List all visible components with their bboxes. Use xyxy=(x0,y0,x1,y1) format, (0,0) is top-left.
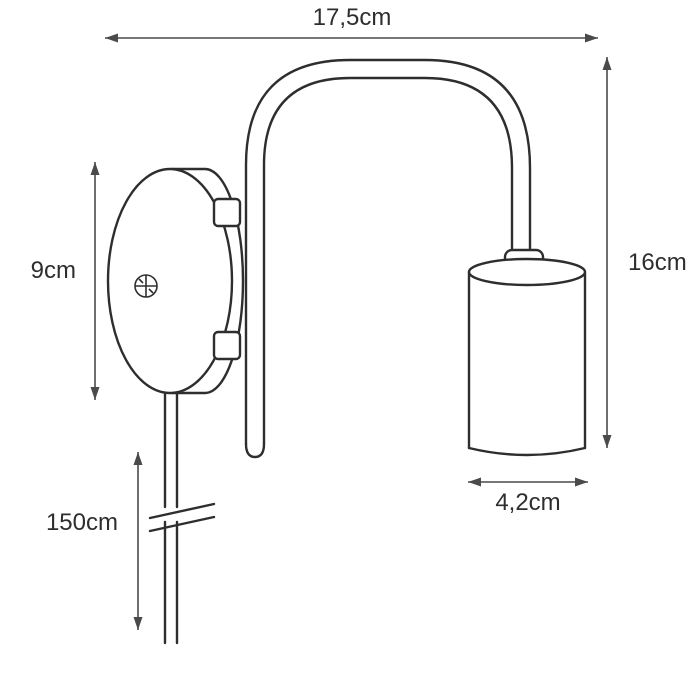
arrow-left-icon xyxy=(468,477,481,487)
arrow-left-icon xyxy=(105,33,118,43)
arrow-up-icon xyxy=(133,452,143,465)
clamp-knob-top xyxy=(212,197,242,228)
arrow-right-icon xyxy=(575,477,588,487)
wall-plate-face xyxy=(106,167,234,395)
dimension-overall-height: 16cm xyxy=(602,57,687,448)
lamp-drawing xyxy=(106,58,587,645)
clamp-knobs xyxy=(212,197,242,361)
arrow-up-icon xyxy=(602,57,612,70)
label-cable-length: 150cm xyxy=(46,509,118,536)
label-overall-width: 17,5cm xyxy=(313,4,392,31)
label-overall-height: 16cm xyxy=(628,249,687,276)
label-shade-diameter: 4,2cm xyxy=(495,489,560,516)
arrow-up-icon xyxy=(90,162,100,175)
shade-top-ellipse xyxy=(467,257,587,287)
shade-bottom-edge xyxy=(467,446,587,457)
clamp-knob-bottom xyxy=(212,330,242,361)
cylinder-shade xyxy=(467,248,587,457)
power-cable xyxy=(148,391,216,645)
arm-inner-edge xyxy=(262,76,514,446)
dimension-plate-height: 9cm xyxy=(31,162,100,400)
arrow-right-icon xyxy=(585,33,598,43)
arm-bottom-cap xyxy=(244,442,266,459)
arrow-down-icon xyxy=(602,435,612,448)
dimension-shade-diameter: 4,2cm xyxy=(468,477,588,516)
arrow-down-icon xyxy=(133,617,143,630)
cable-break-mark-1 xyxy=(148,502,216,520)
screw-hatch-2 xyxy=(148,288,154,294)
screw-hatch-1 xyxy=(138,278,144,284)
arrow-down-icon xyxy=(90,387,100,400)
wall-plate-depth xyxy=(170,167,245,395)
wall-plate xyxy=(106,167,245,395)
dimension-overall-width: 17,5cm xyxy=(105,4,598,43)
curved-arm xyxy=(244,58,532,459)
dimension-cable-length: 150cm xyxy=(46,452,143,630)
arm-outer-edge xyxy=(244,58,532,446)
cable-break-mark-2 xyxy=(148,515,216,533)
screw-head-icon xyxy=(134,274,158,298)
label-plate-height: 9cm xyxy=(31,257,76,284)
